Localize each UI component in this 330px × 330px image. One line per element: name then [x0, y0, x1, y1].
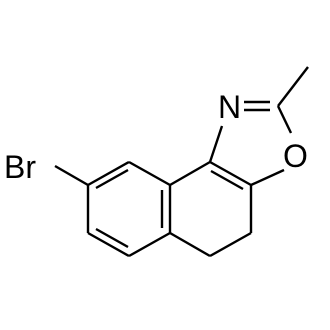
- bond-c9a-c3a: [209, 160, 252, 187]
- bond-c9a-c3a-double: [210, 169, 244, 191]
- bond-c5a-c6: [128, 231, 171, 258]
- bond-c6-c7-double: [95, 227, 129, 249]
- bond-br-c8: [54, 164, 89, 187]
- bond-c4-c5: [209, 231, 252, 258]
- bonds: [54, 66, 309, 258]
- bond-c9-c9b: [128, 160, 171, 187]
- bond-c9b-c9a: [169, 160, 211, 187]
- bond-c8-c9: [87, 160, 130, 187]
- bond-c2-methyl: [277, 66, 309, 107]
- bond-c6-c7: [87, 231, 130, 258]
- atom-labels: Br N O: [4, 89, 308, 185]
- bond-c2-o: [276, 105, 293, 134]
- atom-bromine: Br: [4, 149, 36, 185]
- bond-c8-c9-double: [95, 168, 129, 190]
- bond-c9a-n: [208, 125, 224, 163]
- bond-o-c3a: [250, 168, 285, 187]
- atom-nitrogen: N: [218, 89, 241, 125]
- atom-oxygen: O: [283, 138, 308, 174]
- bond-c5-c5a: [169, 231, 211, 258]
